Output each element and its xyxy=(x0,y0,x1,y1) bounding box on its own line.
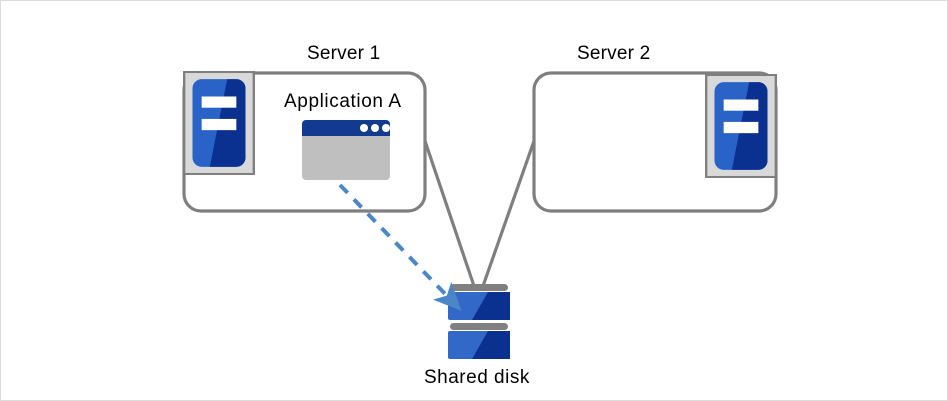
connector-server2-to-disk xyxy=(481,139,536,288)
server-icon xyxy=(705,74,776,178)
app-window-icon[interactable] xyxy=(302,120,390,180)
shared-disk-label: Shared disk xyxy=(424,367,530,388)
database-disk-icon[interactable] xyxy=(448,284,510,359)
server2-label: Server 2 xyxy=(577,43,651,64)
connector-server1-to-disk xyxy=(423,139,476,288)
application-a-label: Application A xyxy=(284,91,402,112)
server-icon xyxy=(183,71,254,175)
arrow-application-a-to-disk xyxy=(338,183,462,311)
server1-label: Server 1 xyxy=(307,43,381,64)
